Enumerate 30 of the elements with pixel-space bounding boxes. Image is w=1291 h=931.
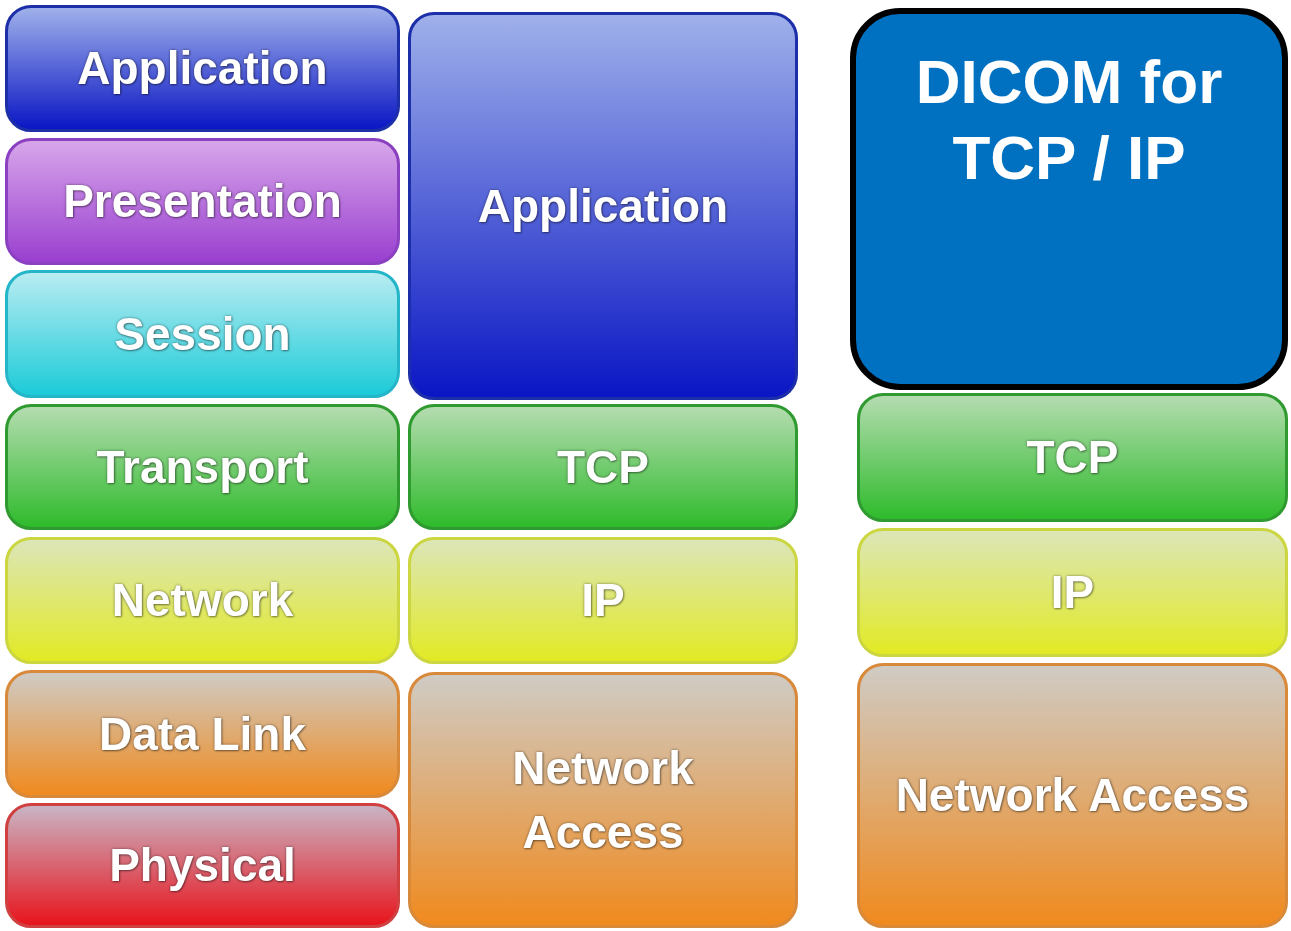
layer-box	[408, 537, 798, 664]
layer-box	[857, 393, 1288, 522]
layer-box	[5, 138, 400, 265]
layer-label: DICOM for TCP / IP	[914, 46, 1224, 194]
layer-label: IP	[581, 573, 625, 629]
layer-label: Application	[476, 178, 730, 234]
layer-label: Transport	[96, 439, 309, 495]
layer-label: TCP	[1026, 430, 1119, 486]
layer-label: Presentation	[63, 174, 342, 230]
layer-box	[5, 670, 400, 798]
layer-box	[5, 803, 400, 928]
layer-label: Network	[111, 573, 294, 629]
layer-label: IP	[1050, 565, 1095, 621]
layer-box	[5, 404, 400, 530]
layer-label: Data Link	[98, 706, 306, 762]
layer-box	[857, 663, 1288, 928]
layer-box	[5, 537, 400, 664]
layer-label: Physical	[109, 838, 296, 894]
layer-box	[408, 12, 798, 400]
layer-box	[850, 8, 1288, 390]
layer-label: Network Access	[511, 740, 695, 860]
layer-box	[408, 404, 798, 530]
layer-label: TCP	[557, 439, 649, 495]
layer-label: Application	[77, 41, 328, 97]
layer-box	[5, 5, 400, 132]
layer-box	[5, 270, 400, 398]
layer-label: Network Access	[895, 768, 1250, 824]
layer-label: Session	[114, 306, 291, 362]
layer-box	[857, 528, 1288, 657]
layer-box	[408, 672, 798, 928]
